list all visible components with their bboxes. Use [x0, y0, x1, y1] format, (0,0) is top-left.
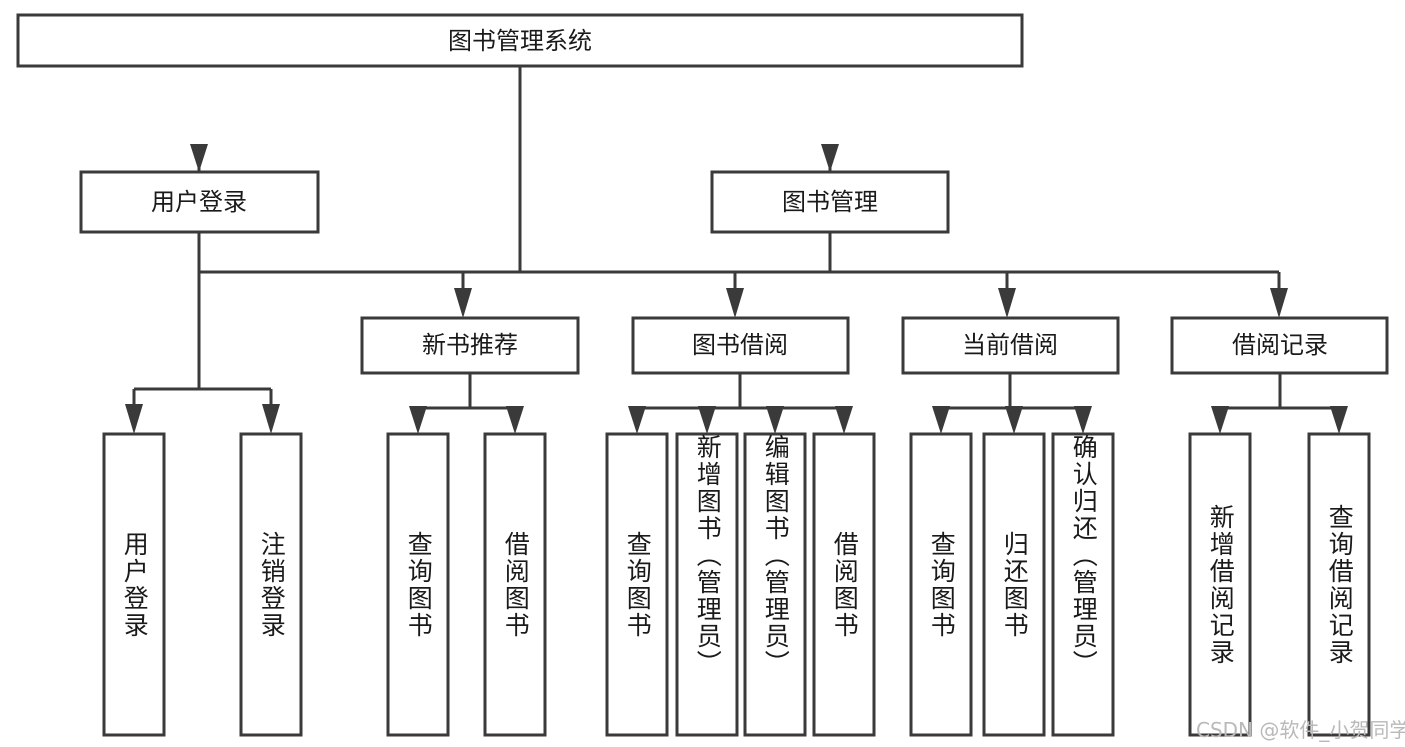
- node-book-borrow-label: 图书借阅: [692, 331, 788, 359]
- node-current-borrow-box[interactable]: [901, 316, 1120, 375]
- node-root[interactable]: 图书管理系统: [16, 13, 1024, 68]
- node-leaf-add-record-box[interactable]: [1188, 432, 1252, 737]
- arrow-head-leaf-borrow-book-rec: [506, 406, 524, 434]
- arrow-head-leaf-user-login: [125, 404, 143, 434]
- node-user-login[interactable]: 用户登录: [79, 170, 320, 234]
- connectors-book-borrow-to-leaves: [628, 373, 853, 434]
- arrow-head-leaf-add-book: [698, 406, 716, 434]
- arrow-head-book-manage: [821, 144, 839, 172]
- node-leaf-user-login-box[interactable]: [102, 432, 166, 737]
- node-leaf-edit-book-box[interactable]: [743, 432, 807, 737]
- node-book-manage-box[interactable]: [710, 170, 950, 234]
- arrow-head-book-borrow: [726, 288, 744, 318]
- arrow-head-leaf-confirm-return: [1074, 406, 1092, 434]
- node-borrow-record-box[interactable]: [1170, 316, 1389, 375]
- connectors-user-login-to-leaves: [125, 232, 280, 434]
- node-leaf-logout-box[interactable]: [239, 432, 303, 737]
- arrow-head-leaf-add-record: [1211, 406, 1229, 434]
- arrow-head-new-book-recommend: [454, 288, 472, 318]
- arrow-head-leaf-logout: [262, 404, 280, 434]
- node-root-label: 图书管理系统: [448, 27, 592, 55]
- node-book-borrow[interactable]: 图书借阅: [631, 316, 850, 375]
- leaf-boxes: [102, 432, 1371, 737]
- connectors-book-manage-to-level2: [454, 232, 1288, 318]
- arrow-head-leaf-query-book-borrow: [628, 406, 646, 434]
- node-leaf-query-record-box[interactable]: [1307, 432, 1371, 737]
- node-leaf-add-book-box[interactable]: [675, 432, 739, 737]
- arrow-head-borrow-record: [1270, 288, 1288, 318]
- node-leaf-query-book-borrow-box[interactable]: [605, 432, 669, 737]
- node-leaf-query-book-rec-box[interactable]: [386, 432, 450, 737]
- node-borrow-record-label: 借阅记录: [1232, 331, 1328, 359]
- node-current-borrow[interactable]: 当前借阅: [901, 316, 1120, 375]
- connectors-current-borrow-to-leaves: [932, 373, 1092, 434]
- node-book-manage-label: 图书管理: [782, 188, 878, 216]
- arrow-head-leaf-borrow-book: [835, 406, 853, 434]
- arrow-head-leaf-query-book-cur: [932, 406, 950, 434]
- arrow-head-leaf-query-record: [1330, 406, 1348, 434]
- node-user-login-box[interactable]: [79, 170, 320, 234]
- node-book-manage[interactable]: 图书管理: [710, 170, 950, 234]
- node-root-box[interactable]: [16, 13, 1024, 68]
- node-current-borrow-label: 当前借阅: [962, 331, 1058, 359]
- node-book-borrow-box[interactable]: [631, 316, 850, 375]
- arrow-head-leaf-return-book: [1005, 406, 1023, 434]
- arrow-head-current-borrow: [998, 288, 1016, 318]
- connectors-root-to-level1: [190, 66, 839, 274]
- arrow-head-user-login: [190, 144, 208, 172]
- arrow-head-leaf-query-book-rec: [409, 406, 427, 434]
- arrow-head-leaf-edit-book: [766, 406, 784, 434]
- node-leaf-borrow-book-rec-box[interactable]: [483, 432, 547, 737]
- node-leaf-borrow-book-box[interactable]: [812, 432, 876, 737]
- node-new-book-recommend-box[interactable]: [360, 316, 580, 375]
- node-leaf-query-book-cur-box[interactable]: [909, 432, 973, 737]
- connectors-new-book-recommend-to-leaves: [409, 373, 524, 434]
- node-user-login-label: 用户登录: [151, 188, 247, 216]
- node-new-book-recommend-label: 新书推荐: [422, 331, 518, 359]
- node-leaf-confirm-return-box[interactable]: [1051, 432, 1115, 737]
- connectors-borrow-record-to-leaves: [1211, 373, 1348, 434]
- node-borrow-record[interactable]: 借阅记录: [1170, 316, 1389, 375]
- node-leaf-return-book-box[interactable]: [982, 432, 1046, 737]
- node-new-book-recommend[interactable]: 新书推荐: [360, 316, 580, 375]
